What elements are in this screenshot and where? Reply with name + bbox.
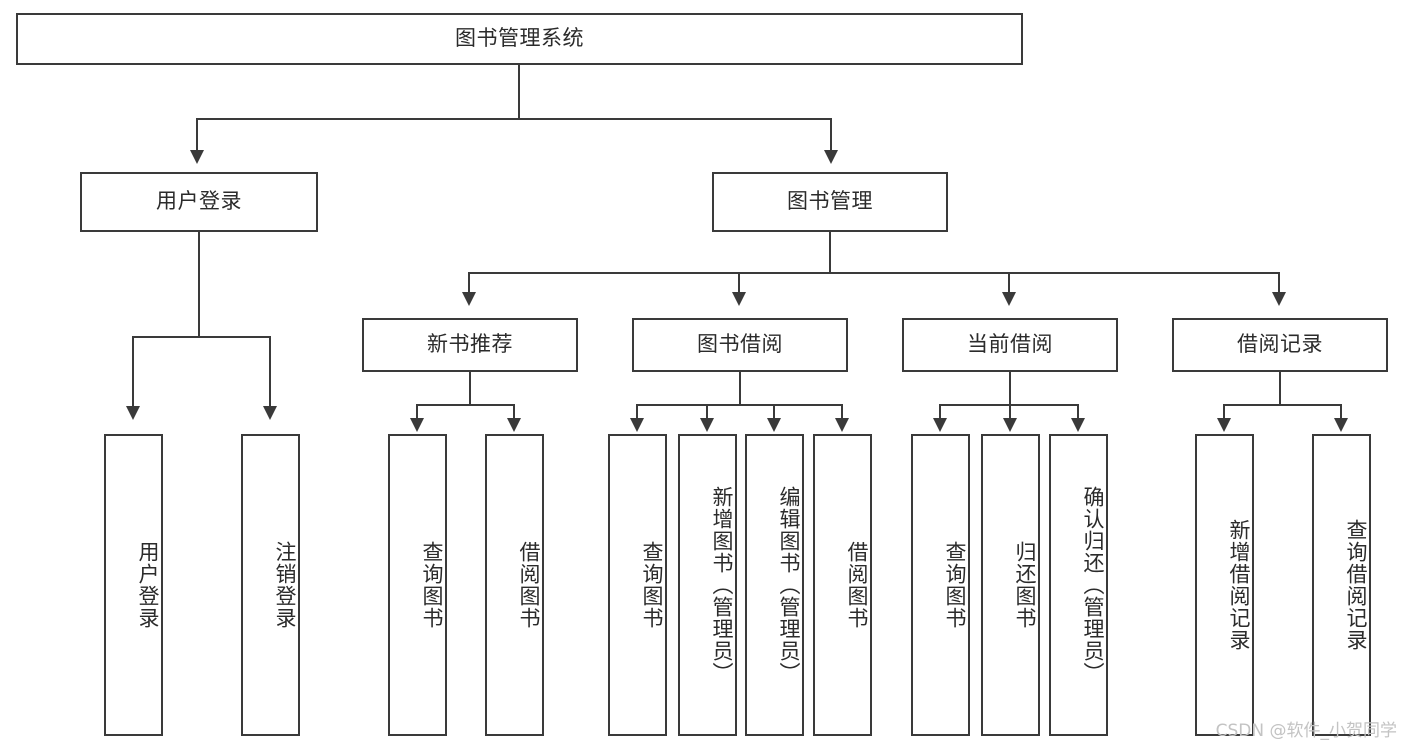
leaf-borrow-record-query[interactable]: 查询借阅记录 (1312, 434, 1371, 736)
arrow-book-borrow-to-leaf-3 (767, 418, 781, 432)
node-label: 确认归还（管理员） (1081, 486, 1105, 684)
node-label: 借阅图书 (845, 541, 869, 629)
node-root-system[interactable]: 图书管理系统 (16, 13, 1023, 65)
leaf-user-login-login[interactable]: 用户登录 (104, 434, 163, 736)
leaf-book-borrow-add[interactable]: 新增图书（管理员） (678, 434, 737, 736)
node-label: 注销登录 (273, 541, 297, 629)
node-label: 用户登录 (156, 189, 242, 214)
connector-book-borrow-to-leaf-1 (636, 404, 638, 420)
node-label: 图书借阅 (697, 332, 783, 357)
node-label: 用户登录 (136, 541, 160, 629)
node-book-management[interactable]: 图书管理 (712, 172, 948, 232)
node-label: 新增图书（管理员） (710, 486, 734, 684)
connector-book-borrow-to-leaf-4 (841, 404, 843, 420)
connector-book-mgmt-to-borrow-record (1278, 272, 1280, 294)
arrow-book-mgmt-to-current-borrow (1002, 292, 1016, 306)
arrow-current-borrow-to-leaf-2 (1003, 418, 1017, 432)
node-label: 归还图书 (1013, 541, 1037, 629)
connector-new-book-stem (469, 372, 471, 404)
node-label: 新书推荐 (427, 332, 513, 357)
node-label: 查询图书 (943, 541, 967, 629)
arrow-user-login-to-leaf-2 (263, 406, 277, 420)
node-label: 当前借阅 (967, 332, 1053, 357)
node-new-book-recommend[interactable]: 新书推荐 (362, 318, 578, 372)
arrow-book-mgmt-to-borrow-record (1272, 292, 1286, 306)
connector-borrow-record-to-leaf-2 (1340, 404, 1342, 420)
arrow-book-borrow-to-leaf-1 (630, 418, 644, 432)
node-label: 图书管理 (787, 189, 873, 214)
leaf-new-book-borrow[interactable]: 借阅图书 (485, 434, 544, 736)
connector-current-borrow-to-leaf-1 (939, 404, 941, 420)
connector-book-mgmt-to-book-borrow (738, 272, 740, 294)
leaf-borrow-record-add[interactable]: 新增借阅记录 (1195, 434, 1254, 736)
connector-book-borrow-to-leaf-2 (706, 404, 708, 420)
connector-current-borrow-to-leaf-2 (1009, 404, 1011, 420)
node-label: 查询图书 (420, 541, 444, 629)
connector-book-mgmt-stem (829, 232, 831, 272)
connector-root-bus (196, 118, 832, 120)
arrow-book-borrow-to-leaf-4 (835, 418, 849, 432)
arrow-current-borrow-to-leaf-3 (1071, 418, 1085, 432)
connector-book-mgmt-bus (468, 272, 1280, 274)
arrow-root-to-book-mgmt (824, 150, 838, 164)
arrow-new-book-to-leaf-1 (410, 418, 424, 432)
connector-new-book-to-leaf-1 (416, 404, 418, 420)
leaf-user-login-logout[interactable]: 注销登录 (241, 434, 300, 736)
arrow-current-borrow-to-leaf-1 (933, 418, 947, 432)
arrow-book-mgmt-to-book-borrow (732, 292, 746, 306)
connector-current-borrow-to-leaf-3 (1077, 404, 1079, 420)
connector-user-login-to-leaf-2 (269, 336, 271, 408)
leaf-current-borrow-confirm-return[interactable]: 确认归还（管理员） (1049, 434, 1108, 736)
connector-borrow-record-stem (1279, 372, 1281, 404)
connector-book-borrow-bus (636, 404, 842, 406)
node-book-borrow[interactable]: 图书借阅 (632, 318, 848, 372)
node-label: 查询图书 (640, 541, 664, 629)
connector-root-stem (518, 65, 520, 118)
arrow-borrow-record-to-leaf-2 (1334, 418, 1348, 432)
leaf-book-borrow-borrow[interactable]: 借阅图书 (813, 434, 872, 736)
connector-current-borrow-stem (1009, 372, 1011, 404)
node-label: 借阅记录 (1237, 332, 1323, 357)
leaf-new-book-query[interactable]: 查询图书 (388, 434, 447, 736)
arrow-book-borrow-to-leaf-2 (700, 418, 714, 432)
connector-book-borrow-to-leaf-3 (773, 404, 775, 420)
leaf-book-borrow-edit[interactable]: 编辑图书（管理员） (745, 434, 804, 736)
node-label: 图书管理系统 (455, 26, 584, 51)
connector-root-to-book-mgmt (830, 118, 832, 152)
arrow-user-login-to-leaf-1 (126, 406, 140, 420)
node-user-login[interactable]: 用户登录 (80, 172, 318, 232)
node-label: 编辑图书（管理员） (777, 486, 801, 684)
connector-new-book-bus (416, 404, 514, 406)
node-current-borrow[interactable]: 当前借阅 (902, 318, 1118, 372)
connector-borrow-record-to-leaf-1 (1223, 404, 1225, 420)
connector-borrow-record-bus (1223, 404, 1341, 406)
node-label: 借阅图书 (517, 541, 541, 629)
connector-user-login-stem (198, 232, 200, 336)
leaf-current-borrow-query[interactable]: 查询图书 (911, 434, 970, 736)
connector-current-borrow-bus (939, 404, 1078, 406)
connector-book-mgmt-to-new-book (468, 272, 470, 294)
arrow-new-book-to-leaf-2 (507, 418, 521, 432)
node-borrow-record[interactable]: 借阅记录 (1172, 318, 1388, 372)
connector-book-borrow-stem (739, 372, 741, 404)
connector-root-to-user-login (196, 118, 198, 152)
arrow-book-mgmt-to-new-book (462, 292, 476, 306)
connector-user-login-to-leaf-1 (132, 336, 134, 408)
node-label: 查询借阅记录 (1344, 519, 1368, 651)
connector-user-login-bus (132, 336, 270, 338)
connector-book-mgmt-to-current-borrow (1008, 272, 1010, 294)
arrow-borrow-record-to-leaf-1 (1217, 418, 1231, 432)
connector-new-book-to-leaf-2 (513, 404, 515, 420)
arrow-root-to-user-login (190, 150, 204, 164)
leaf-book-borrow-query[interactable]: 查询图书 (608, 434, 667, 736)
leaf-current-borrow-return[interactable]: 归还图书 (981, 434, 1040, 736)
node-label: 新增借阅记录 (1227, 519, 1251, 651)
